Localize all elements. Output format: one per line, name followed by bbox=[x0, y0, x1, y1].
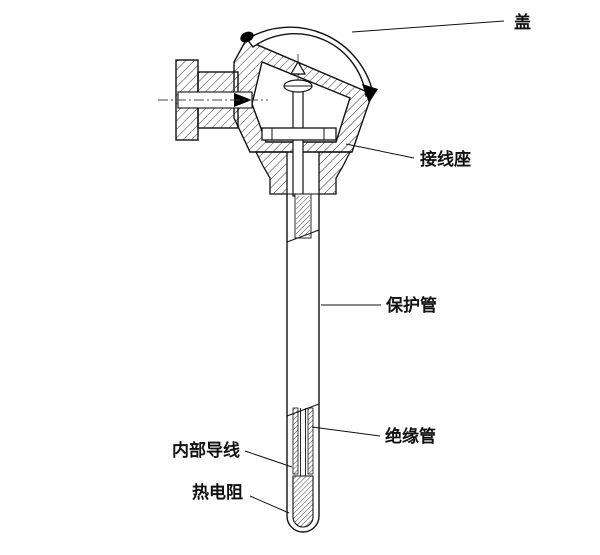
neck-left-wall bbox=[254, 151, 288, 195]
label-internal-leads: 内部导线 bbox=[172, 440, 240, 460]
cable-entry-fitting bbox=[158, 59, 268, 141]
leader-internal-leads bbox=[244, 450, 293, 468]
element-body bbox=[292, 475, 314, 528]
dome-latch-right bbox=[362, 84, 378, 103]
terminal-base-plate bbox=[261, 127, 337, 141]
labels: 盖 接线座 保护管 绝缘管 内部导线 热电阻 bbox=[172, 12, 531, 502]
insulation-tube bbox=[292, 407, 314, 476]
tube-break-upper bbox=[286, 229, 320, 243]
leader-thermal-resistor bbox=[249, 495, 290, 514]
label-terminal-base: 接线座 bbox=[420, 149, 471, 169]
label-cover: 盖 bbox=[514, 12, 531, 32]
label-insulation-tube: 绝缘管 bbox=[385, 426, 436, 446]
tube-break-lower bbox=[286, 403, 320, 417]
dome-shell bbox=[245, 26, 374, 98]
insulator-wall-left bbox=[292, 407, 299, 475]
label-thermal-resistor: 热电阻 bbox=[192, 482, 243, 502]
dome-hinge-left bbox=[240, 31, 254, 43]
label-protection-tube: 保护管 bbox=[385, 295, 437, 315]
neck-collar bbox=[254, 151, 352, 195]
neck-right-wall bbox=[318, 151, 352, 195]
screw-stem bbox=[292, 89, 304, 197]
packing-hatch bbox=[296, 196, 310, 236]
leader-cover bbox=[351, 20, 505, 33]
upper-packing bbox=[294, 193, 312, 239]
insulator-wall-right bbox=[307, 407, 314, 475]
screw-tip bbox=[289, 60, 307, 75]
dome-cover bbox=[240, 26, 378, 103]
leader-insulation-tube bbox=[311, 426, 381, 437]
terminal-plate bbox=[261, 127, 337, 141]
leader-terminal-base bbox=[345, 143, 415, 159]
leader-lines bbox=[244, 20, 505, 514]
resistor-element bbox=[292, 475, 314, 528]
